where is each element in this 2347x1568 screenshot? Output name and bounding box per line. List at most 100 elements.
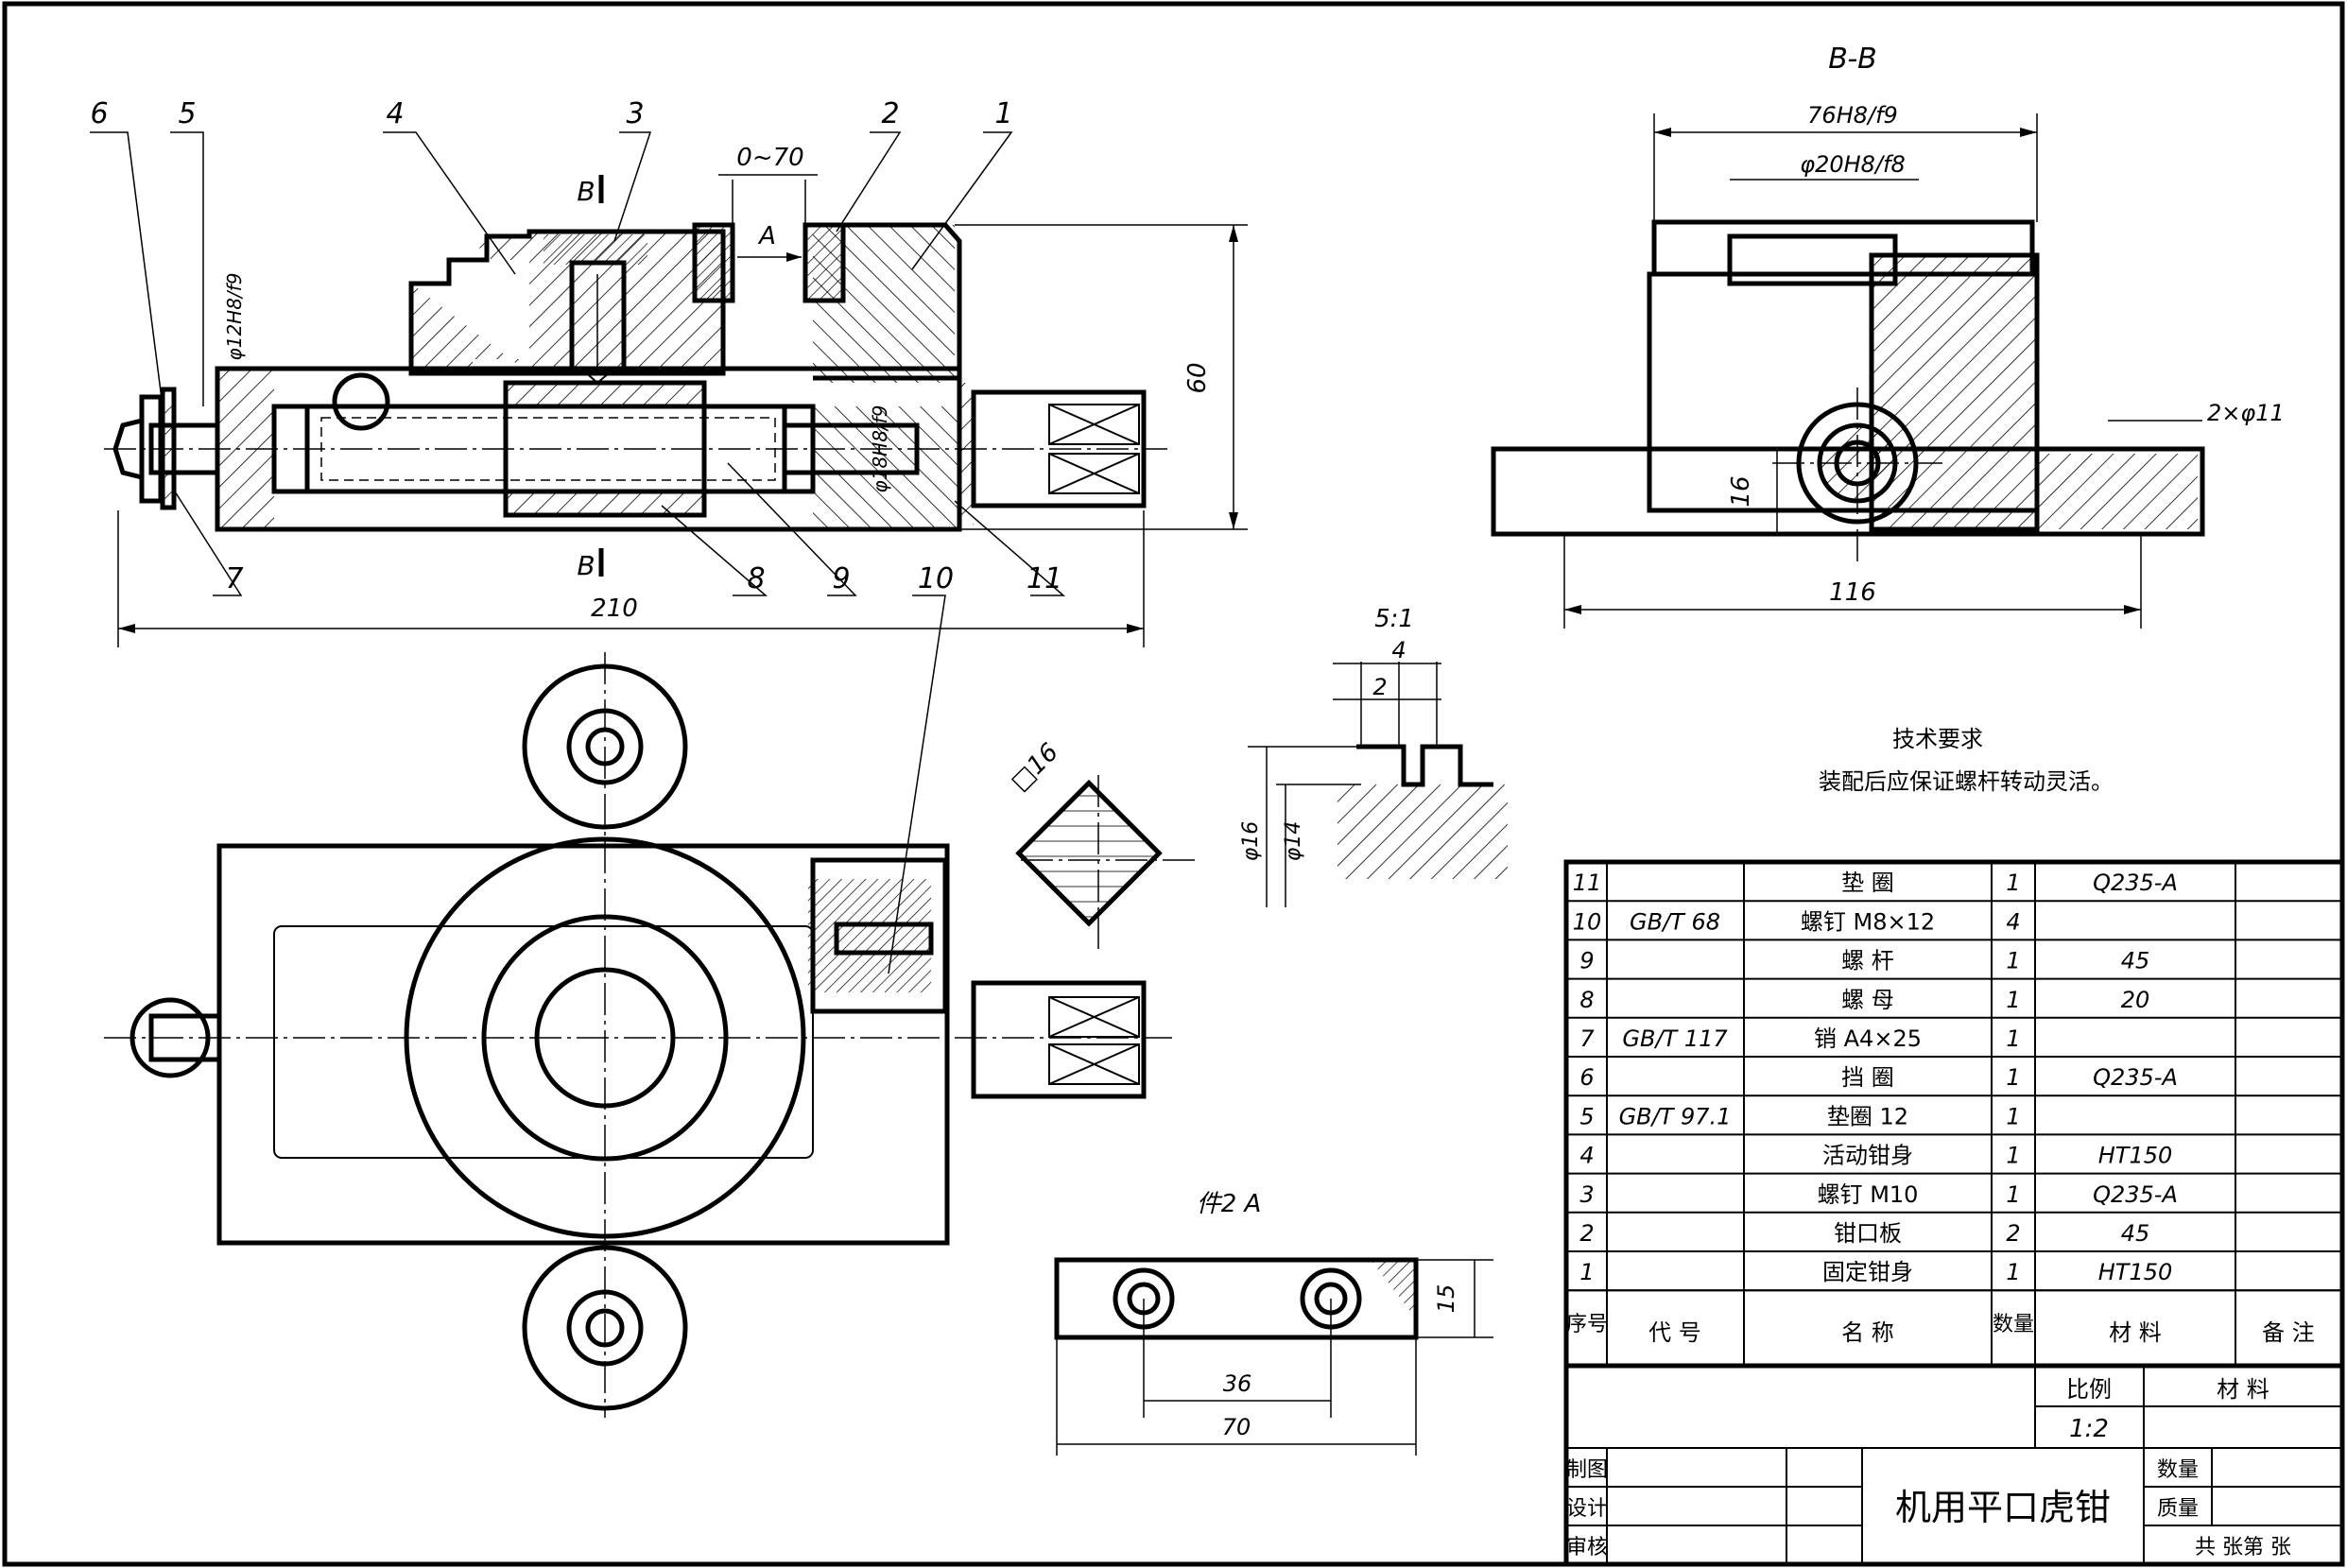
bom-cell-material: Q235-A (2093, 1064, 2178, 1091)
thread-detail: 5:1 4 2 φ16 φ14 (1239, 605, 1508, 907)
bom-cell-qty: 1 (2006, 987, 2020, 1013)
balloon-9: 9 (832, 562, 850, 595)
bom-cell-name: 挡 圈 (1841, 1064, 1894, 1091)
bom-cell-name: 销 A4×25 (1814, 1025, 1922, 1052)
dim-stroke: 0~70 (736, 144, 803, 172)
bom-cell-no: 8 (1579, 987, 1594, 1013)
tb-check: 审核 (1566, 1536, 1608, 1559)
tb-qty-label: 数量 (2157, 1458, 2199, 1482)
tb-mass-label: 质量 (2157, 1497, 2199, 1521)
section-mark-top: B (577, 176, 595, 207)
balloon-5: 5 (178, 97, 196, 130)
bom-header-material: 材 料 (2109, 1319, 2162, 1346)
jaw-plate-view: 件2 A 15 36 70 (1054, 1190, 1493, 1456)
bom-header-no: 序号 (1566, 1313, 1608, 1336)
dim-square: □16 (1006, 738, 1064, 797)
dim-plate-height: 15 (1433, 1284, 1459, 1314)
bom-cell-code: GB/T 68 (1630, 908, 1720, 935)
dim-thread-d2: φ14 (1282, 821, 1305, 862)
balloon-10: 10 (918, 562, 954, 595)
bom-cell-no: 2 (1579, 1220, 1594, 1247)
front-section-view: 210 60 0~70 A B B φ12H8/f9 φ18H8/f9 (90, 97, 1248, 974)
detail-scale: 5:1 (1374, 605, 1414, 633)
balloon-6: 6 (90, 97, 108, 130)
bom-header-name: 名 称 (1841, 1319, 1894, 1346)
balloon-11: 11 (1027, 562, 1062, 595)
bom-cell-name: 固定钳身 (1822, 1259, 1913, 1285)
bom-cell-name: 活动钳身 (1822, 1143, 1913, 1169)
dim-pitch4: 4 (1391, 637, 1406, 663)
top-view (104, 652, 1172, 1418)
section-bb-view: B-B 76H8/f9 φ20H8/f8 116 16 2×φ11 (1491, 43, 2285, 629)
dim-plate-holes: 36 (1223, 1370, 1252, 1397)
bom-cell-material: HT150 (2098, 1143, 2173, 1169)
section-mark-bottom: B (577, 550, 595, 581)
bom-cell-no: 11 (1573, 870, 1602, 896)
tb-material-label: 材 料 (2217, 1376, 2269, 1403)
bom-cell-name: 螺 母 (1841, 987, 1894, 1013)
bom-cell-qty: 4 (2006, 908, 2020, 935)
tb-drawn: 制图 (1566, 1458, 1608, 1482)
dim-pin-fit: φ12H8/f9 (223, 273, 246, 361)
tb-sheets: 共 张第 张 (2195, 1536, 2291, 1559)
bom-cell-qty: 1 (2006, 1103, 2020, 1129)
bom-cell-qty: 1 (2006, 1259, 2020, 1285)
balloon-3: 3 (626, 97, 644, 130)
bom-cell-qty: 1 (2006, 1143, 2020, 1169)
dim-bore-fit: φ20H8/f8 (1800, 151, 1906, 178)
bom-cell-name: 垫 圈 (1841, 870, 1894, 896)
view-arrow-label: A (757, 222, 776, 250)
bom-cell-material: 45 (2121, 1220, 2150, 1247)
bom-cell-qty: 2 (2006, 1220, 2020, 1247)
balloon-8: 8 (747, 562, 765, 595)
bom-cell-material: Q235-A (2093, 1181, 2178, 1208)
bom-cell-code: GB/T 97.1 (1619, 1103, 1732, 1129)
bom-cell-name: 螺钉 M8×12 (1801, 908, 1935, 935)
bom-cell-no: 4 (1579, 1143, 1594, 1169)
bom-cell-material: 20 (2121, 987, 2150, 1013)
tb-design: 设计 (1566, 1497, 1608, 1521)
bom-cell-no: 9 (1579, 948, 1594, 974)
bom-cell-material: 45 (2121, 948, 2150, 974)
section-label: B-B (1828, 43, 1876, 76)
tech-req-text: 装配后应保证螺杆转动灵活。 (1819, 768, 2114, 795)
title-block: 比例 材 料 1:2 机用平口虎钳 制图 设计 审核 数量 质量 共 张第 张 (1563, 1363, 2345, 1567)
part-view-label: 件2 A (1197, 1190, 1262, 1218)
bom-cell-material: HT150 (2098, 1259, 2173, 1285)
bom-cell-qty: 1 (2006, 870, 2020, 896)
bom-cell-qty: 1 (2006, 1181, 2020, 1208)
balloon-2: 2 (881, 97, 899, 130)
bom-cell-no: 10 (1573, 908, 1602, 935)
tb-title: 机用平口虎钳 (1895, 1487, 2111, 1528)
bom-cell-name: 垫圈 12 (1827, 1103, 1908, 1129)
bom-cell-qty: 1 (2006, 948, 2020, 974)
bom-cell-qty: 1 (2006, 1025, 2020, 1052)
bom-cell-material: Q235-A (2093, 870, 2178, 896)
bom-header-code: 代 号 (1648, 1319, 1701, 1346)
balloon-7: 7 (225, 562, 243, 595)
dim-overall-length: 210 (591, 594, 638, 623)
tech-req-title: 技术要求 (1892, 726, 1983, 752)
bom-header-qty: 数量 (1993, 1313, 2034, 1336)
balloon-1: 1 (994, 97, 1012, 130)
dim-pitch2: 2 (1372, 674, 1387, 700)
bom-cell-no: 7 (1579, 1025, 1595, 1052)
square-section: □16 (1006, 738, 1196, 955)
dim-plate-length: 70 (1222, 1414, 1251, 1440)
dim-screw-fit: φ18H8/f9 (869, 405, 891, 493)
bom-cell-name: 螺钉 M10 (1818, 1181, 1919, 1208)
dim-base-height: 16 (1727, 475, 1755, 507)
bom-cell-no: 1 (1579, 1259, 1594, 1285)
dim-thread-d1: φ16 (1239, 821, 1263, 862)
tb-scale: 1:2 (2069, 1415, 2109, 1443)
bom-cell-no: 6 (1579, 1064, 1594, 1091)
bom-cell-name: 钳口板 (1834, 1220, 1902, 1247)
dim-width-fit: 76H8/f9 (1807, 102, 1898, 129)
bom-cell-qty: 1 (2006, 1064, 2020, 1091)
bom-cell-code: GB/T 117 (1622, 1025, 1728, 1052)
bom-header-note: 备 注 (2262, 1319, 2315, 1346)
dim-holes: 2×φ11 (2207, 400, 2285, 426)
bom-cell-no: 3 (1579, 1181, 1594, 1208)
